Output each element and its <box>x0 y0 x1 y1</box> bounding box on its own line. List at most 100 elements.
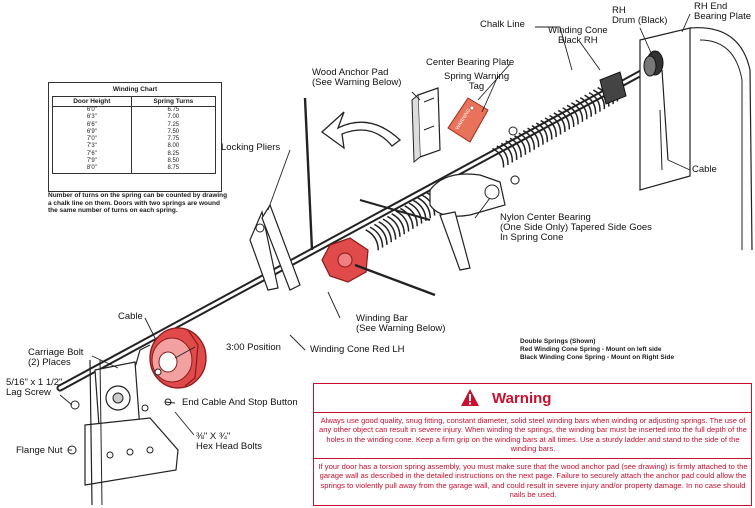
spring-coil <box>575 99 588 120</box>
label-3-oclock-position: 3:00 Position <box>226 342 281 353</box>
spring-coil <box>584 94 597 115</box>
spring-coil <box>535 122 549 143</box>
spring-coil <box>518 132 531 153</box>
chart-cell-door-height: 7'0" <box>52 136 132 144</box>
spring-coil <box>531 124 544 145</box>
label-rh-end-bearing-plate: RH End Bearing Plate <box>694 1 752 22</box>
winding-bar-center <box>359 199 431 221</box>
cable-right-line <box>661 69 669 161</box>
chart-cell-door-height: 6'9" <box>52 128 132 137</box>
chart-cell-spring-turns: 8.00 <box>130 143 217 151</box>
winding-bar-upper <box>303 97 314 251</box>
spring-coil <box>365 229 380 251</box>
spring-coil <box>553 112 566 133</box>
chart-header-spring-turns: Spring Turns <box>130 96 217 107</box>
spring-coil <box>391 213 406 235</box>
chart-cell-spring-turns: 8.25 <box>130 150 217 159</box>
label-rh-drum: RH Drum (Black) <box>612 5 668 26</box>
spring-coil <box>588 91 601 112</box>
chart-row: 6'9"7.50 <box>52 128 217 137</box>
spring-coil <box>544 117 557 138</box>
chart-cell-spring-turns: 8.75 <box>130 165 217 174</box>
spring-coil <box>496 145 509 166</box>
label-locking-pliers: Locking Pliers <box>221 142 281 153</box>
chart-cell-door-height: 6'0" <box>52 106 132 115</box>
label-spring-warning-tag: Spring Warning Tag <box>444 71 510 92</box>
chart-row: 7'0"7.75 <box>52 136 217 144</box>
chart-cell-spring-turns: 7.50 <box>130 128 217 137</box>
spring-coil <box>492 147 505 168</box>
winding-chart-title: Winding Chart <box>112 86 158 93</box>
label-end-cable-stop-button: End Cable And Stop Button <box>182 397 298 408</box>
springs-note-line-3: Black Winding Cone Spring - Mount on Rig… <box>520 354 675 361</box>
rh-drum <box>643 50 664 77</box>
label-winding-cone-red: Winding Cone Red LH <box>310 344 405 355</box>
warning-header: Warning <box>314 384 751 413</box>
spring-coil <box>500 142 514 163</box>
winding-chart-note: Number of turns on the spring can be cou… <box>48 192 228 214</box>
wood-anchor-pad <box>411 87 441 164</box>
spring-coil <box>592 89 606 110</box>
chart-cell-spring-turns: 7.00 <box>130 114 217 122</box>
chart-row: 7'3"8.00 <box>52 143 217 151</box>
chart-row: 8'0"8.75 <box>52 165 217 174</box>
spring-coil <box>400 207 414 229</box>
chart-cell-spring-turns: 8.50 <box>130 158 217 166</box>
spring-coil <box>571 102 584 122</box>
lh-end-bearing-bracket <box>84 359 179 506</box>
chart-header-door-height: Door Height <box>52 96 132 107</box>
label-cable-right: Cable <box>692 164 717 175</box>
spring-coil <box>417 197 432 219</box>
chart-cell-spring-turns: 7.25 <box>130 121 217 129</box>
spring-coil <box>387 215 401 237</box>
spring-coil <box>562 107 575 127</box>
spring-warning-tag: WARNING <box>447 97 489 143</box>
chart-cell-door-height: 7'3" <box>52 143 132 151</box>
spring-coil <box>408 202 423 224</box>
label-winding-bar: Winding Bar (See Warning Below) <box>356 313 446 334</box>
label-carriage-bolt: Carriage Bolt (2) Places <box>28 347 84 368</box>
chart-row: 6'3"7.00 <box>52 114 217 122</box>
spring-coil <box>505 140 518 160</box>
winding-cone-black <box>599 71 627 105</box>
chart-cell-door-height: 6'6" <box>52 121 132 129</box>
chart-row: 7'9"8.50 <box>52 158 217 166</box>
spring-coil <box>579 97 592 117</box>
springs-note-line-1: Double Springs (Shown) <box>520 338 596 345</box>
label-lag-screw: 5/16" x 1 1/2" Lag Screw <box>6 377 63 398</box>
spring-coil <box>566 104 579 125</box>
winding-bar-lower <box>354 263 436 297</box>
chart-cell-door-height: 6'3" <box>52 114 132 122</box>
winding-cone-red <box>321 237 369 283</box>
chart-row: 6'0"6.75 <box>52 106 217 115</box>
chart-cell-door-height: 7'6" <box>52 150 132 159</box>
lh-drum-red <box>149 327 207 389</box>
chart-cell-door-height: 8'0" <box>52 165 132 174</box>
spring-coil <box>374 223 388 245</box>
warning-title: Warning <box>492 390 552 407</box>
chart-cell-spring-turns: 7.75 <box>130 136 217 144</box>
spring-coil <box>382 218 397 240</box>
spring-coil <box>527 127 540 148</box>
chart-row: 6'6"7.25 <box>52 121 217 129</box>
spring-coil <box>404 205 419 227</box>
chart-cell-door-height: 7'9" <box>52 158 132 166</box>
chart-cell-spring-turns: 6.75 <box>130 106 217 115</box>
spring-coil <box>522 130 535 150</box>
label-chalk-line: Chalk Line <box>480 19 525 30</box>
rotation-arrow <box>320 111 402 150</box>
spring-coil <box>369 226 384 248</box>
warning-paragraph-anchor-pad: If your door has a torsion spring assemb… <box>318 462 748 500</box>
label-center-bearing-plate: Center Bearing Plate <box>426 57 515 68</box>
leader-lines <box>59 13 691 451</box>
double-springs-note: Double Springs (Shown) Red Winding Cone … <box>520 338 674 362</box>
spring-coil <box>540 119 553 140</box>
spring-coil <box>514 135 527 155</box>
label-cable-left: Cable <box>118 311 143 322</box>
chart-row: 7'6"8.25 <box>52 150 217 159</box>
label-hex-head-bolts: ⅜" X ¾" Hex Head Bolts <box>196 431 263 452</box>
label-winding-cone-black: Winding Cone Black RH <box>548 25 608 46</box>
